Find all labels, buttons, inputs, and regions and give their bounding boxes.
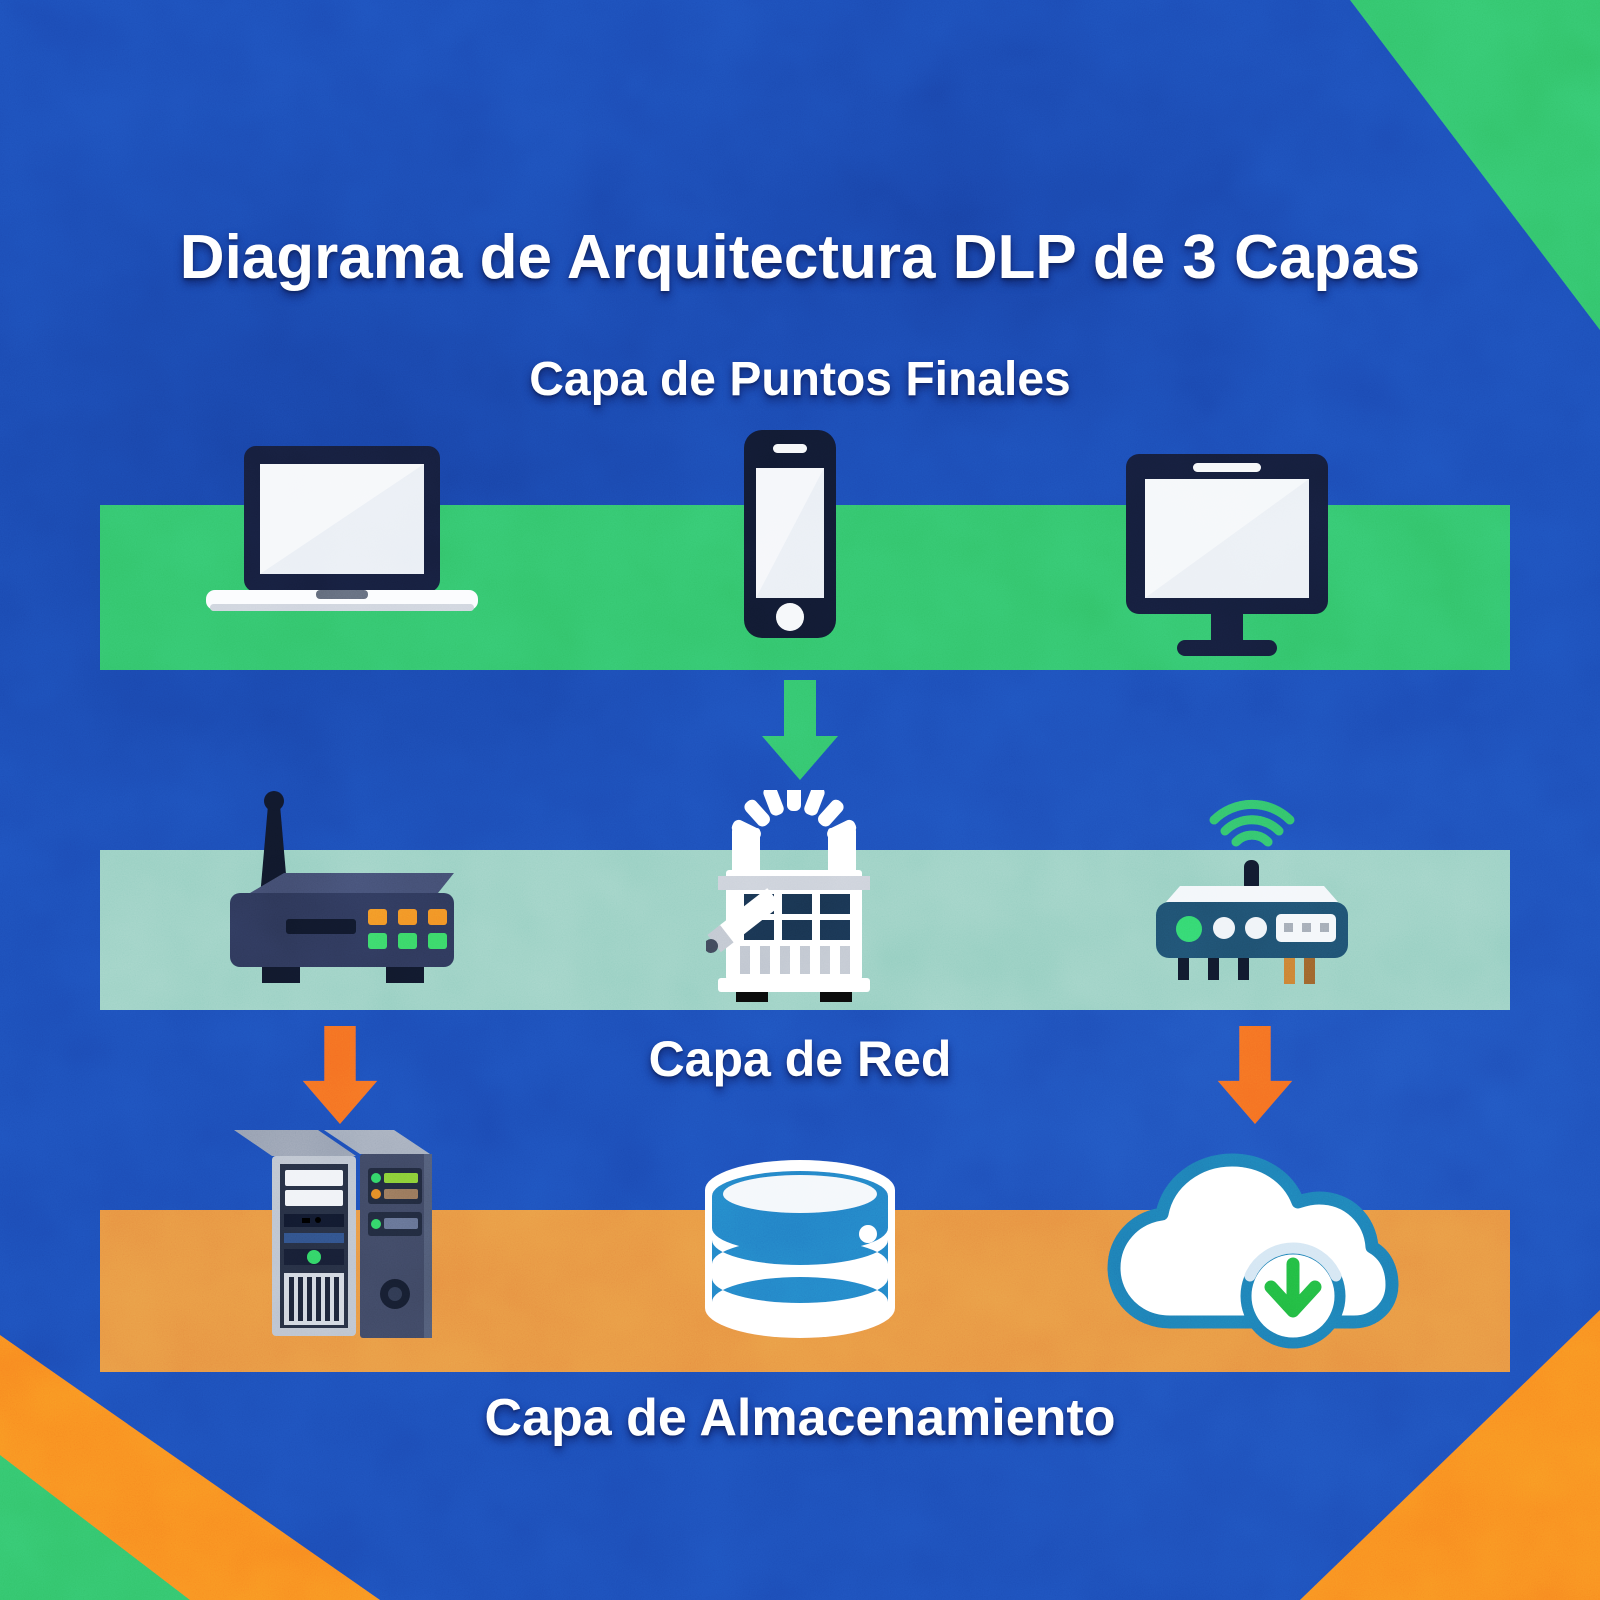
arrow-down-orange-left (302, 1026, 378, 1125)
cloud-download-icon (1107, 1153, 1399, 1349)
smartphone-icon (744, 430, 836, 638)
endpoints-layer-label: Capa de Puntos Finales (529, 353, 1071, 406)
laptop-icon (206, 446, 478, 611)
router-icon (230, 791, 454, 983)
page-title: Diagrama de Arquitectura DLP de 3 Capas (179, 223, 1421, 292)
arrow-down-green (762, 680, 838, 780)
arrow-down-orange-right (1217, 1026, 1293, 1125)
desktop-monitor-icon (1126, 454, 1328, 656)
network-layer-label: Capa de Red (648, 1031, 952, 1087)
firewall-gateway-icon (706, 790, 870, 1002)
database-icon (705, 1160, 895, 1338)
wireless-access-point-icon (1156, 799, 1348, 984)
storage-layer-label: Capa de Almacenamiento (484, 1389, 1116, 1447)
server-towers-icon (234, 1130, 432, 1338)
